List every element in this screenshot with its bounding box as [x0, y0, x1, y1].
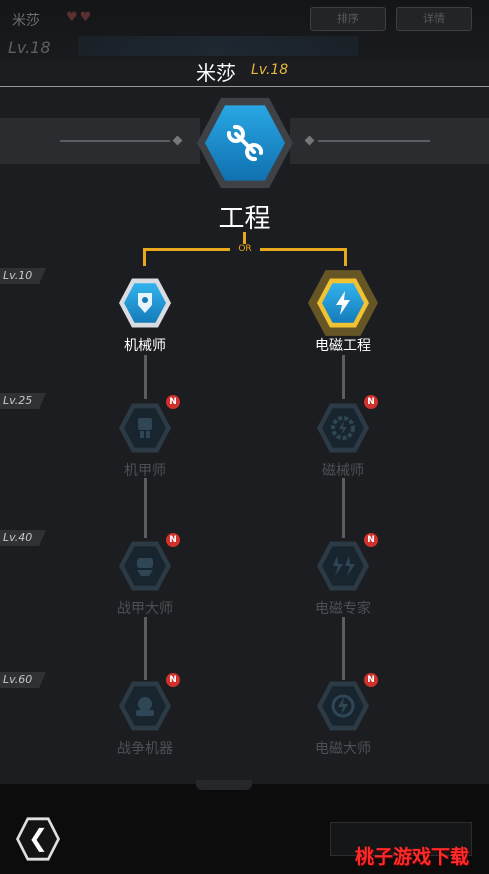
path-line-left-2 [144, 478, 147, 538]
class-node-mech-pilot[interactable] [119, 402, 171, 454]
class-node-armor-master[interactable] [119, 540, 171, 592]
robot-icon [138, 293, 152, 313]
class-label-electro-expert: 电磁专家 [315, 601, 371, 617]
level-tag-40: Lv.40 [0, 530, 46, 546]
class-label-mechanic: 机械师 [124, 338, 166, 354]
electro-master-icon [331, 694, 355, 718]
class-node-war-machine[interactable] [119, 680, 171, 732]
lightning-icon [336, 291, 350, 315]
bottom-tab-handle [196, 780, 252, 790]
or-connector-stem [243, 232, 246, 250]
level-tag-60: Lv.60 [0, 672, 46, 688]
class-node-electro-master[interactable] [317, 680, 369, 732]
path-line-left-3 [144, 617, 147, 680]
new-badge: N [166, 395, 180, 409]
new-badge: N [364, 673, 378, 687]
armor-icon [137, 558, 153, 576]
new-badge: N [364, 395, 378, 409]
wrench-icon [226, 124, 264, 162]
path-line-right-1 [342, 355, 345, 399]
or-label: OR [230, 244, 260, 254]
header-divider [0, 86, 489, 87]
electro-expert-icon [333, 556, 355, 576]
top-banner [78, 36, 358, 56]
class-label-electro-master: 电磁大师 [315, 741, 371, 757]
level-tag-25: Lv.25 [0, 393, 46, 409]
character-level: Lv.18 [251, 62, 289, 78]
class-label-electromagnetic: 电磁工程 [315, 338, 371, 354]
chevron-left-icon: ❮ [28, 824, 49, 852]
sort-button[interactable]: 排序 [310, 7, 386, 31]
new-badge: N [364, 533, 378, 547]
class-node-electro-expert[interactable] [317, 540, 369, 592]
class-node-magnetic-mechanic[interactable] [317, 402, 369, 454]
level-tag-10: Lv.10 [0, 268, 46, 284]
class-node-electromagnetic[interactable] [317, 277, 369, 329]
branch-title: 工程 [218, 204, 271, 234]
or-connector-right [344, 248, 347, 266]
top-level: Lv.18 [8, 38, 51, 57]
path-line-left-1 [144, 355, 147, 399]
class-label-mech-pilot: 机甲师 [124, 463, 166, 479]
top-character-name: 米莎 [12, 13, 40, 29]
class-node-mechanic[interactable] [119, 277, 171, 329]
gear-lightning-icon [331, 416, 355, 440]
character-name: 米莎 [196, 61, 236, 85]
confirm-button[interactable] [330, 822, 472, 856]
band-line-left [60, 140, 170, 142]
band-line-right [318, 140, 430, 142]
war-machine-icon [136, 697, 154, 716]
mech-icon [138, 418, 152, 438]
or-connector-left [143, 248, 146, 266]
path-line-right-2 [342, 478, 345, 538]
heart-icons: ♥♥ [66, 10, 94, 25]
path-line-right-3 [342, 617, 345, 680]
back-button-inner [19, 820, 57, 858]
watermark: 桃子游戏下载 [355, 846, 470, 868]
class-label-war-machine: 战争机器 [117, 741, 173, 757]
new-badge: N [166, 673, 180, 687]
details-button[interactable]: 详情 [396, 7, 472, 31]
class-label-magnetic-mechanic: 磁械师 [322, 463, 364, 479]
new-badge: N [166, 533, 180, 547]
class-label-armor-master: 战甲大师 [117, 601, 173, 617]
